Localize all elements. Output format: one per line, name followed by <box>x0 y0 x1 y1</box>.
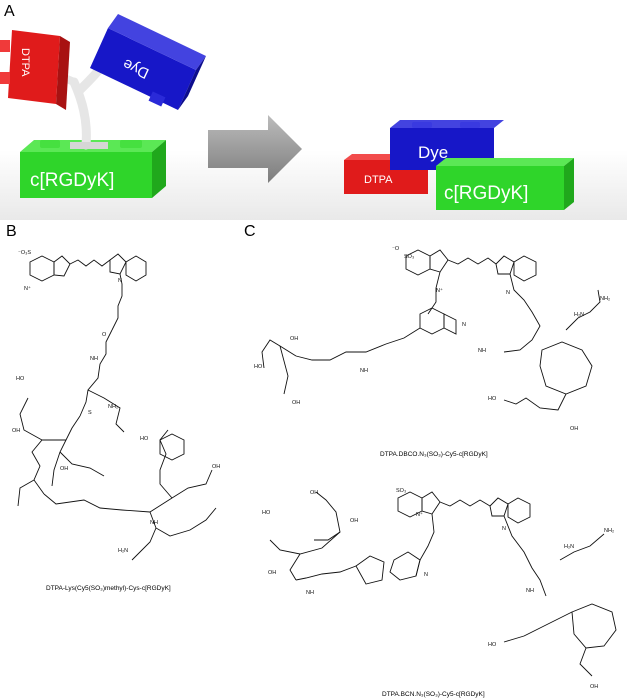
dtpa-label-left: DTPA <box>19 48 31 77</box>
atom-label: NH₂ <box>604 528 614 534</box>
atom-label: N⁺ <box>436 287 443 294</box>
atom-label: S <box>88 410 92 416</box>
atom-label: OH <box>290 336 298 342</box>
dtpa-brick-left: DTPA <box>0 30 70 110</box>
peptide-label-right: c[RGDyK] <box>444 183 528 204</box>
peptide-brick-body <box>20 152 152 198</box>
atom-label: NH <box>360 368 368 374</box>
atom-label: SO₃ <box>404 254 414 260</box>
atom-label: SO₃ <box>396 488 406 494</box>
atom-label: N <box>502 526 506 532</box>
structure-c-bottom: SO₃ N⁺ N N OH HO OH OH NH H₂N NH₂ NH HO … <box>262 488 617 690</box>
atom-label: HO <box>254 364 263 370</box>
atom-label: OH <box>60 466 68 472</box>
peptide-brick-right: c[RGDyK] <box>436 158 574 210</box>
atom-label: O <box>102 332 107 338</box>
atom-label: OH <box>268 570 276 576</box>
panel-b: B <box>6 223 220 592</box>
panel-c-letter: C <box>244 223 256 240</box>
atom-label: HO <box>488 396 497 402</box>
panel-a-letter: A <box>4 3 15 20</box>
atom-label: HO <box>16 376 25 382</box>
atom-label: N <box>424 572 428 578</box>
atom-label: NH <box>90 356 98 362</box>
dye-label-right: Dye <box>418 143 448 162</box>
atom-label: NH₂ <box>600 296 610 302</box>
caption-c-top: DTPA.DBCO.N₃(SO₃)-Cy5-c[RGDyK] <box>380 451 488 458</box>
atom-label: HO <box>140 436 149 442</box>
atom-label: HO <box>488 642 497 648</box>
atom-label: ⁻O <box>392 246 400 252</box>
atom-label: OH <box>570 426 578 432</box>
atom-label: NH <box>150 520 158 526</box>
caption-b: DTPA-Lys(Cy5(SO₃)methyl)-Cys-c[RGDyK] <box>46 585 171 592</box>
arrow-shape <box>208 115 302 183</box>
atom-label: N <box>506 290 510 296</box>
panel-b-letter: B <box>6 223 17 240</box>
atom-label: OH <box>310 490 318 496</box>
atom-label: N <box>462 322 466 328</box>
stud <box>120 140 142 148</box>
atom-label: H₂N <box>564 544 574 550</box>
peptide-label-left: c[RGDyK] <box>30 170 114 191</box>
atom-label: N⁺ <box>24 285 31 292</box>
atom-label: OH <box>292 400 300 406</box>
dye-brick-left: Dye <box>90 14 206 110</box>
right-assembly: DTPA Dye c[RGDyK] <box>344 120 574 210</box>
atom-label: NH <box>306 590 314 596</box>
dtpa-label-right: DTPA <box>364 174 393 186</box>
caption-c-bottom: DTPA.BCN.N₃(SO₃)-Cy5-c[RGDyK] <box>382 691 485 698</box>
structure-b: ⁻O₃S N⁺ N O NH HO NH₂ S OH OH HO OH H₂N … <box>12 250 220 561</box>
atom-label: ⁻O₃S <box>18 250 31 256</box>
atom-label: NH₂ <box>108 404 118 410</box>
left-assembly: c[RGDyK] DTPA <box>0 14 206 198</box>
atom-label: OH <box>590 684 598 690</box>
atom-label: NH <box>478 348 486 354</box>
structure-c-top: ⁻O SO₃ N⁺ N N OH HO OH NH H₂N NH₂ NH HO … <box>254 246 610 432</box>
panel-a: A c[RGDyK] <box>0 3 627 220</box>
peptide-brick-left: c[RGDyK] <box>20 140 166 198</box>
atom-label: HO <box>262 510 271 516</box>
atom-label: N <box>118 278 122 284</box>
atom-label: OH <box>350 518 358 524</box>
atom-label: N⁺ <box>416 511 423 518</box>
atom-label: OH <box>12 428 20 434</box>
atom-label: H₂N <box>118 548 128 554</box>
stud <box>40 140 60 148</box>
panel-c: C ⁻O SO₃ N⁺ N <box>244 223 617 698</box>
atom-label: NH <box>526 588 534 594</box>
transform-arrow <box>208 115 302 183</box>
peptide-brick-side <box>152 140 166 198</box>
atom-label: H₂N <box>574 312 584 318</box>
atom-label: OH <box>212 464 220 470</box>
